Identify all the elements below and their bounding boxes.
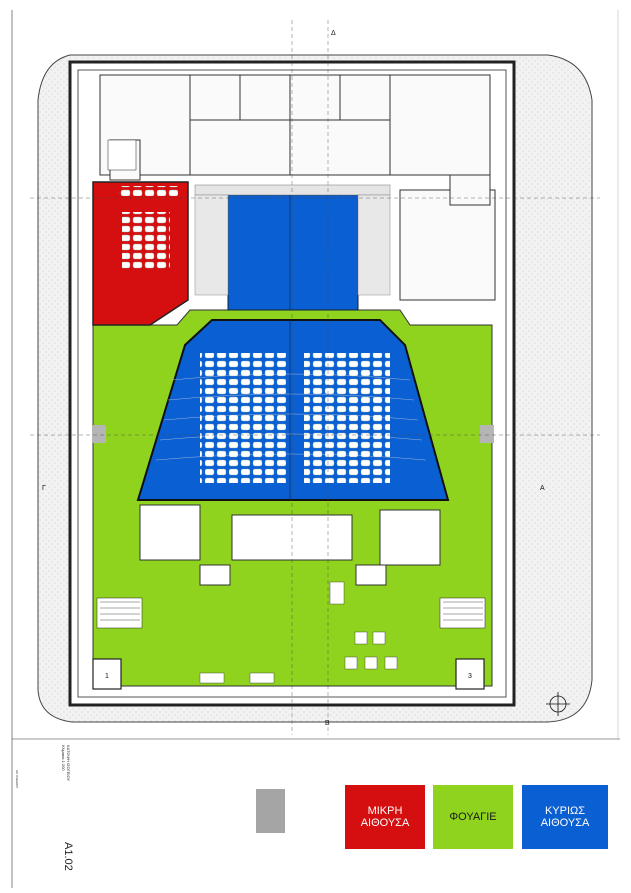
grid-lines xyxy=(30,20,600,735)
stage-area xyxy=(227,194,359,311)
service-rooms xyxy=(99,74,496,301)
legend-main-hall-line2: ΑΙΘΟΥΣΑ xyxy=(540,817,590,829)
sheet-scale: Κλίμακα 1:200 xyxy=(61,745,66,771)
legend-foyer: ΦΟΥΑΓΙΕ xyxy=(433,785,513,849)
gray-block-right xyxy=(480,425,494,443)
legend-small-hall: ΜΙΚΡΗ ΑΙΘΟΥΣΑ xyxy=(345,785,425,849)
sheet-number: Α1.02 xyxy=(62,842,74,871)
section-marker-left: Γ xyxy=(42,485,46,492)
stair-right-number: 3 xyxy=(468,673,472,680)
legend-gray-swatch xyxy=(256,789,285,833)
legend-main-hall: ΚΥΡΙΩΣ ΑΙΘΟΥΣΑ xyxy=(522,785,608,849)
legend-small-hall-line1: ΜΙΚΡΗ xyxy=(367,805,403,817)
sheet-note: ΑΡ. ΣΧΕΔΙΟΥ xyxy=(15,770,19,789)
legend-foyer-label: ΦΟΥΑΓΙΕ xyxy=(449,811,497,823)
gray-block-left xyxy=(92,425,106,443)
stairs xyxy=(96,139,486,629)
north-arrow-icon xyxy=(546,692,570,716)
main-hall-area xyxy=(136,319,450,501)
cafe-tables xyxy=(199,581,398,684)
legend-small-hall-line2: ΑΙΘΟΥΣΑ xyxy=(360,817,410,829)
section-marker-top: Δ xyxy=(331,30,336,37)
section-marker-right: Α xyxy=(540,485,545,492)
legend-main-hall-line1: ΚΥΡΙΩΣ xyxy=(544,805,586,817)
small-hall-seats xyxy=(118,186,178,270)
seat-block-right xyxy=(304,353,390,483)
sheet-title: ΚΑΤΟΨΗ ΙΣΟΓΕΙΟΥ xyxy=(66,745,71,782)
stair-left-number: 1 xyxy=(105,673,109,680)
section-marker-bottom: Β xyxy=(325,720,330,727)
lobby-rooms xyxy=(139,504,441,586)
stair-core-right xyxy=(455,658,485,690)
section-markers: Δ Β Γ Α xyxy=(42,30,545,727)
seat-block-left xyxy=(200,353,286,483)
stair-core-left xyxy=(92,658,122,690)
